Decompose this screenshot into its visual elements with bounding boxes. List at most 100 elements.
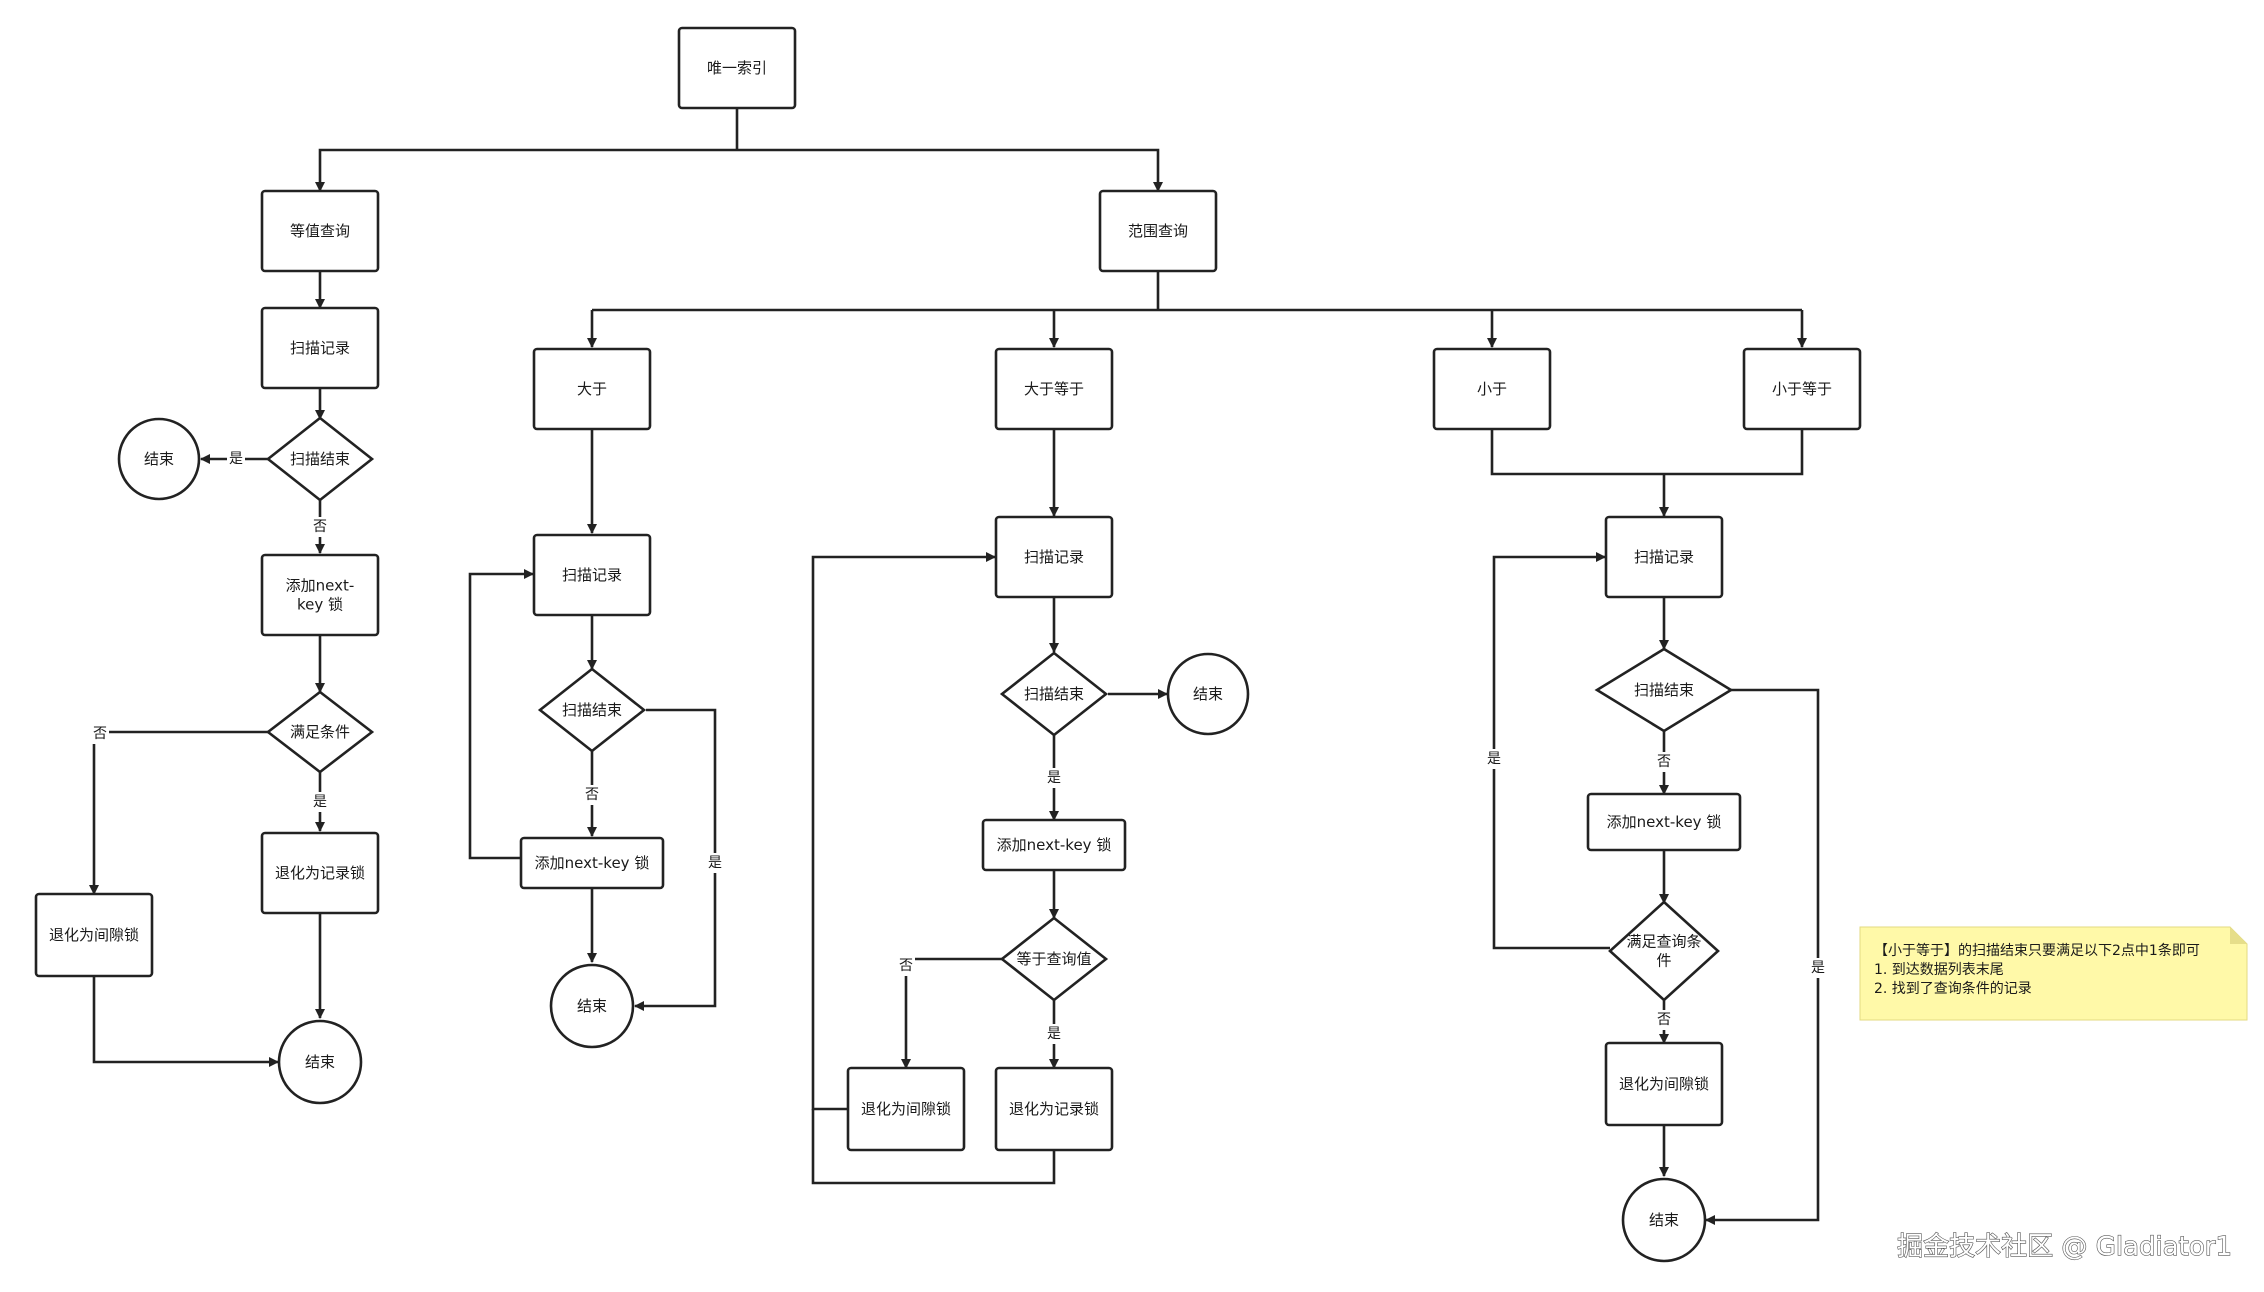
node-gte: 大于等于 xyxy=(994,347,1114,431)
node-unique-index-label: 唯一索引 xyxy=(707,59,767,77)
node-lt: 小于 xyxy=(1432,347,1552,431)
node-eq-match-label: 满足条件 xyxy=(290,723,350,741)
edge-label-lt-loop-yes-bg xyxy=(1485,749,1503,769)
watermark-text: 掘金技术社区 @ Gladiator1 xyxy=(1897,1232,2232,1262)
node-eq-scan-label: 扫描记录 xyxy=(290,339,350,357)
node-gte-shape xyxy=(994,347,1114,431)
node-gte-end-shape xyxy=(1166,652,1250,736)
node-lt-match-label: 满足查询条件 xyxy=(1626,933,1701,970)
node-eq-gap-lock-label: 退化为间隙锁 xyxy=(49,926,139,944)
node-lt-match: 满足查询条件 xyxy=(1608,900,1720,1002)
edge-label-lt-match-no-bg xyxy=(1655,1010,1673,1030)
node-eq-record-lock: 退化为记录锁 xyxy=(260,831,380,915)
node-range-query-shape xyxy=(1098,189,1218,273)
node-eq-match-shape xyxy=(265,690,375,774)
node-gt-scan: 扫描记录 xyxy=(532,533,652,617)
node-eq-gap-lock: 退化为间隙锁 xyxy=(34,892,154,978)
edge-lt-match-to-scan-loop xyxy=(1492,552,1610,950)
node-gt-shape xyxy=(532,347,652,431)
node-eq-scan-end: 扫描结束 xyxy=(265,416,375,502)
node-lt-scan-label: 扫描记录 xyxy=(1634,548,1694,566)
node-lt-scan-shape xyxy=(1604,515,1724,599)
edge-eq-match-to-gap-lock xyxy=(89,730,268,895)
node-gte-record-lock-shape xyxy=(994,1066,1114,1152)
node-range-query-label: 范围查询 xyxy=(1128,222,1188,240)
node-gte-record-lock-label: 退化为记录锁 xyxy=(1009,1100,1099,1118)
flowchart-edges xyxy=(89,108,1820,1225)
node-eq-end-top: 结束 xyxy=(117,417,201,501)
node-gte-scan-end-label: 扫描结束 xyxy=(1024,685,1084,703)
node-lt-add-lock-shape xyxy=(1586,792,1742,852)
edge-label-gte-equal-no-bg xyxy=(897,956,915,976)
edge-label-gt-end-yes: 是 xyxy=(708,855,722,871)
node-gte-equal: 等于查询值 xyxy=(999,916,1109,1002)
node-gte-scan-label: 扫描记录 xyxy=(1024,548,1084,566)
edge-lt-merge-right xyxy=(1664,429,1804,476)
edge-label-eq-end-yes: 是 xyxy=(229,451,243,467)
node-gte-end: 结束 xyxy=(1166,652,1250,736)
node-lt-scan-end: 扫描结束 xyxy=(1594,647,1734,733)
edge-label-gte-equal-no: 否 xyxy=(899,958,913,974)
node-lt-add-lock-label: 添加next-key 锁 xyxy=(1607,813,1722,831)
node-lt-scan-end-label: 扫描结束 xyxy=(1634,681,1694,699)
node-gte-scan-end-shape xyxy=(999,651,1109,737)
node-eq-end-top-shape xyxy=(117,417,201,501)
node-lt-gap-lock-label: 退化为间隙锁 xyxy=(1619,1075,1709,1093)
edge-label-eq-match-no: 否 xyxy=(93,726,107,742)
node-eq-scan-end-label: 扫描结束 xyxy=(290,450,350,468)
note-line-1: 【小于等于】的扫描结束只要满足以下2点中1条即可 xyxy=(1874,942,2200,959)
edge-label-lt-end-no: 否 xyxy=(1657,754,1671,770)
node-eq-record-lock-shape xyxy=(260,831,380,915)
node-gt-end-label: 结束 xyxy=(577,997,607,1015)
node-gte-end-label: 结束 xyxy=(1193,685,1223,703)
node-eq-scan: 扫描记录 xyxy=(260,306,380,390)
edge-label-gte-end-yes: 是 xyxy=(1047,770,1061,786)
node-gt-end: 结束 xyxy=(549,963,635,1049)
edge-label-eq-end-no: 否 xyxy=(313,519,327,535)
node-gte-gap-lock: 退化为间隙锁 xyxy=(846,1066,966,1152)
node-eq-scan-end-shape xyxy=(265,416,375,502)
edge-eq-gap-lock-to-end xyxy=(92,976,279,1067)
node-lt-end-label: 结束 xyxy=(1649,1211,1679,1229)
node-eq-add-lock-label: 添加next-key 锁 xyxy=(286,577,355,614)
node-lt-label: 小于 xyxy=(1477,380,1507,398)
node-eq-end-bottom-shape xyxy=(277,1019,363,1105)
node-gte-record-lock: 退化为记录锁 xyxy=(994,1066,1114,1152)
node-lt-add-lock: 添加next-key 锁 xyxy=(1586,792,1742,852)
note-folded-corner xyxy=(2230,927,2247,944)
edge-label-lt-end-yes-bg xyxy=(1809,958,1827,978)
node-equal-query-label: 等值查询 xyxy=(290,222,350,240)
node-lt-shape xyxy=(1432,347,1552,431)
node-gt-scan-end: 扫描结束 xyxy=(537,667,647,753)
node-eq-scan-shape xyxy=(260,306,380,390)
node-eq-end-top-label: 结束 xyxy=(144,450,174,468)
node-lt-scan: 扫描记录 xyxy=(1604,515,1724,599)
note-line-3: 2. 找到了查询条件的记录 xyxy=(1874,980,2032,997)
edge-root-to-equal-query xyxy=(315,148,737,192)
node-lt-scan-end-shape xyxy=(1594,647,1734,733)
edge-label-lt-end-yes: 是 xyxy=(1811,960,1825,976)
edge-root-to-range-query xyxy=(737,148,1163,192)
node-eq-end-bottom: 结束 xyxy=(277,1019,363,1105)
node-gte-equal-shape xyxy=(999,916,1109,1002)
edge-gte-equal-to-gap-lock xyxy=(901,957,1002,1069)
edge-label-gte-equal-yes: 是 xyxy=(1047,1026,1061,1042)
node-gte-scan-shape xyxy=(994,515,1114,599)
node-eq-record-lock-label: 退化为记录锁 xyxy=(275,864,365,882)
note-background xyxy=(1859,926,2248,1021)
node-unique-index-shape xyxy=(677,26,797,110)
node-gte-scan: 扫描记录 xyxy=(994,515,1114,599)
node-lt-end: 结束 xyxy=(1621,1177,1707,1263)
edge-label-gte-equal-yes-bg xyxy=(1045,1024,1063,1044)
node-gt-scan-label: 扫描记录 xyxy=(562,566,622,584)
edge-label-eq-match-yes: 是 xyxy=(313,794,327,810)
node-eq-end-bottom-label: 结束 xyxy=(305,1053,335,1071)
node-equal-query-shape xyxy=(260,189,380,273)
edge-label-lt-match-no: 否 xyxy=(1657,1012,1671,1028)
node-gt-label: 大于 xyxy=(577,380,607,398)
node-gte-add-lock: 添加next-key 锁 xyxy=(981,818,1127,872)
node-lt-match-shape xyxy=(1608,900,1720,1002)
node-gte-scan-end: 扫描结束 xyxy=(999,651,1109,737)
